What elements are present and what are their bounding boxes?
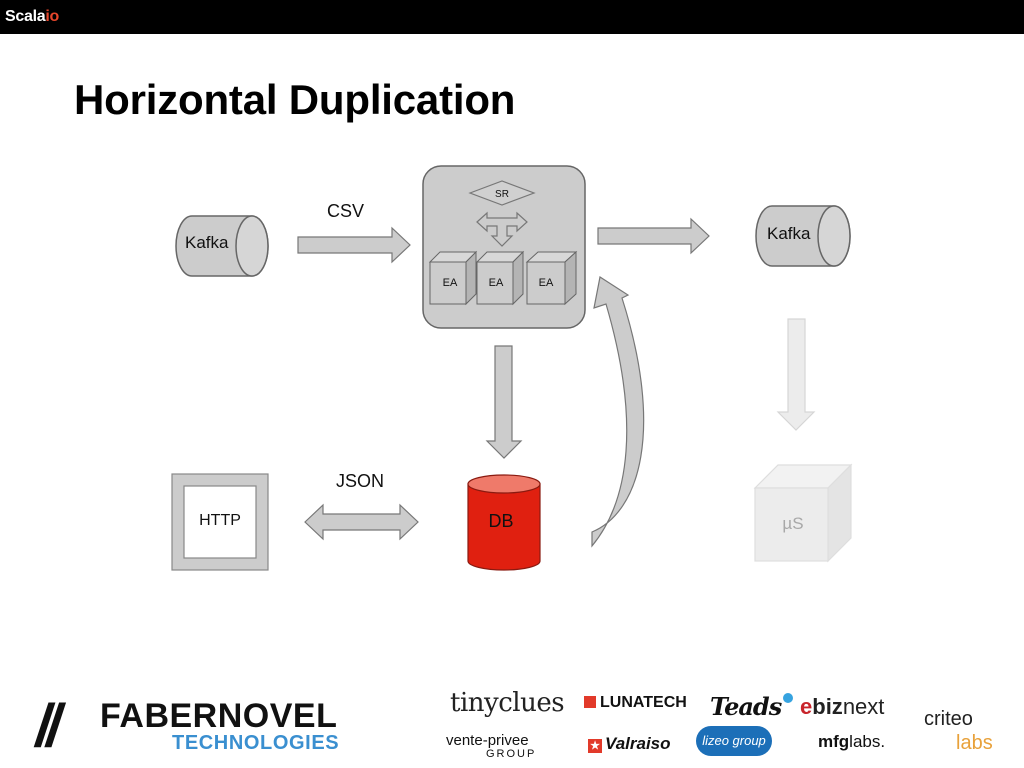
lunatech-mark-icon <box>584 696 596 708</box>
brand-main: Scala <box>5 8 46 25</box>
json-double-arrow <box>304 503 419 541</box>
db-write-arrow <box>485 345 523 459</box>
tinyclues-logo: tinyclues <box>450 688 565 718</box>
three-way-arrow <box>476 211 528 247</box>
json-label: JSON <box>336 471 384 491</box>
db-label: DB <box>488 511 513 531</box>
sponsor-logos: // FABERNOVEL TECHNOLOGIES tinyclues LUN… <box>0 680 1024 768</box>
router-diamond: SR <box>468 180 536 206</box>
microservice-cube: µS <box>753 463 853 563</box>
actor-label-2: EA <box>489 277 504 289</box>
actor-label-3: EA <box>539 277 554 289</box>
ebiznext-next: next <box>842 694 885 719</box>
scalaio-logo: Scalaio <box>5 8 59 26</box>
actor-cube-1: EA <box>428 250 478 306</box>
actor-cube-2: EA <box>475 250 525 306</box>
microservice-arrow <box>776 318 816 431</box>
slide-title: Horizontal Duplication <box>74 76 516 123</box>
vente-privee-group: GROUP <box>486 748 537 760</box>
lunatech-text: LUNATECH <box>600 694 687 711</box>
valraiso-logo: ★Valraiso <box>588 734 671 754</box>
teads-text: Teads <box>710 692 782 721</box>
brand-accent: io <box>45 8 59 25</box>
fabernovel-slashes: // <box>31 692 63 759</box>
actor-cube-3: EA <box>525 250 578 306</box>
top-bar: Scalaio <box>0 0 1024 34</box>
ebiznext-logo: ebiznext <box>800 694 884 720</box>
vente-privee-logo: vente-privee <box>446 732 529 749</box>
ebiznext-e: e <box>800 694 813 719</box>
router-label: SR <box>495 189 509 200</box>
architecture-diagram: Kafka CSV SR EA EA EA <box>171 165 853 571</box>
labs-logo: labs <box>956 732 993 754</box>
mfglabs-bold: mfg <box>818 732 850 751</box>
db-cylinder: DB <box>467 474 541 571</box>
lunatech-logo: LUNATECH <box>584 694 687 712</box>
csv-arrow <box>297 226 411 264</box>
feedback-curved-arrow <box>591 276 645 548</box>
fabernovel-name: FABERNOVEL <box>100 697 338 735</box>
http-label: HTTP <box>199 512 241 529</box>
http-frame: HTTP <box>171 473 269 571</box>
teads-dot-icon <box>783 693 794 703</box>
kafka-input-cylinder: Kafka <box>175 215 269 277</box>
valraiso-star-icon: ★ <box>588 739 602 753</box>
microservice-label: µS <box>782 514 803 533</box>
mfglabs-thin: labs. <box>849 732 886 751</box>
lizeo-logo: lizeo group <box>696 726 772 756</box>
ebiznext-biz: biz <box>812 694 843 719</box>
teads-logo: Teads <box>710 692 794 721</box>
fabernovel-sub: TECHNOLOGIES <box>172 732 340 754</box>
mfglabs-logo: mfglabs. <box>818 732 885 752</box>
kafka-input-label: Kafka <box>185 233 229 252</box>
actor-label-1: EA <box>443 277 458 289</box>
csv-label: CSV <box>327 201 364 221</box>
valraiso-text: Valraiso <box>605 734 671 753</box>
output-arrow <box>597 217 710 255</box>
criteo-logo: criteo <box>924 708 973 730</box>
kafka-output-cylinder: Kafka <box>755 205 851 267</box>
kafka-output-label: Kafka <box>767 224 811 243</box>
